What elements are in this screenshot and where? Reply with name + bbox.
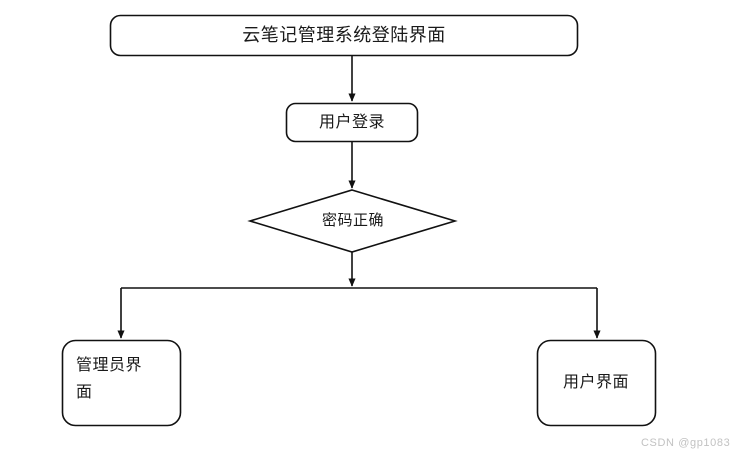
node-shape-admin xyxy=(61,339,182,427)
watermark-text: CSDN @gp1083 xyxy=(641,437,731,449)
node-shape-title xyxy=(109,14,579,57)
node-label-title: 云笔记管理系统登陆界面 xyxy=(242,25,446,45)
node-label-admin: 管理员界 面 xyxy=(76,357,143,401)
node-shape-login xyxy=(285,102,419,143)
node-label-decision: 密码正确 xyxy=(321,212,384,229)
node-label-user: 用户界面 xyxy=(562,374,629,391)
node-label-login: 用户登录 xyxy=(318,114,385,131)
node-shape-user xyxy=(536,339,657,427)
